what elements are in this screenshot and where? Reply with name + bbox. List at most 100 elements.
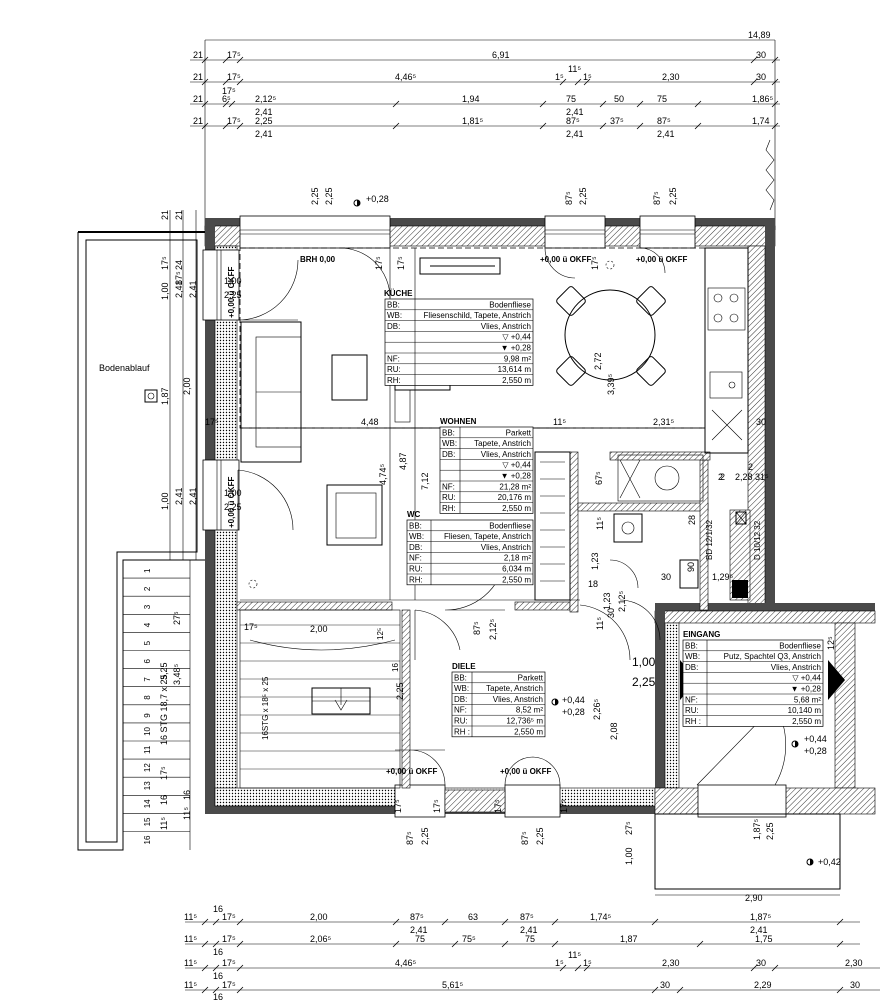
svg-text:17⁵: 17⁵ <box>222 912 236 922</box>
svg-text:1,29⁵: 1,29⁵ <box>712 572 734 582</box>
svg-text:2,30: 2,30 <box>662 958 680 968</box>
svg-text:1⁵: 1⁵ <box>555 958 564 968</box>
svg-text:30: 30 <box>850 980 860 990</box>
svg-text:2,25: 2,25 <box>535 827 545 845</box>
svg-text:2,12⁵: 2,12⁵ <box>617 590 627 612</box>
room-name-wc: WC <box>407 510 421 519</box>
room-table-value: Fliesenschild, Tapete, Anstrich <box>424 311 531 320</box>
svg-text:3,25: 3,25 <box>159 662 169 680</box>
top-dimension-chains: 14,89 21 17⁵ 6,91 30 21 17⁵ 4,46⁵ 1⁵ 11⁵… <box>190 30 780 230</box>
interior-walls <box>236 247 751 789</box>
svg-text:11⁵: 11⁵ <box>553 417 566 427</box>
svg-text:+0,42: +0,42 <box>818 857 841 867</box>
room-table-value: Parkett <box>518 673 544 682</box>
terrace-step-number: 4 <box>143 622 152 627</box>
room-table-value: Bodenfliese <box>489 521 531 530</box>
svg-text:2,25: 2,25 <box>310 187 320 205</box>
svg-text:1,87⁵: 1,87⁵ <box>750 912 772 922</box>
room-table-value: ▽ +0,44 <box>502 461 531 470</box>
dim-bottom-1: 11⁵ 16 17⁵ 2,00 87⁵ 2,41 63 87⁵ 2,41 1,7… <box>184 904 860 935</box>
room-table-key: NF: <box>387 354 400 363</box>
svg-text:11⁵: 11⁵ <box>159 817 169 830</box>
room-table-key: RH: <box>387 376 401 385</box>
room-table-value: Vlies, Anstrich <box>481 322 531 331</box>
room-table-value: 2,550 m <box>502 376 531 385</box>
room-table-value: 8,52 m² <box>516 706 543 715</box>
svg-text:75: 75 <box>415 934 425 944</box>
svg-text:30: 30 <box>756 417 766 427</box>
room-table-value: 2,550 m <box>502 575 531 584</box>
room-table-key: WB: <box>454 684 469 693</box>
svg-text:11⁵: 11⁵ <box>568 950 581 960</box>
svg-text:2,30: 2,30 <box>845 958 863 968</box>
dim-total-width: 14,89 <box>748 30 771 40</box>
svg-text:28: 28 <box>687 515 697 525</box>
svg-text:2,00: 2,00 <box>182 377 192 395</box>
svg-text:2,41: 2,41 <box>566 129 584 139</box>
svg-text:87⁵: 87⁵ <box>520 831 530 845</box>
svg-text:+0,00 ü OKFF: +0,00 ü OKFF <box>540 255 591 264</box>
svg-text:2,28: 2,28 <box>735 472 753 482</box>
svg-text:2,25: 2,25 <box>255 116 273 126</box>
svg-text:2,25: 2,25 <box>668 187 678 205</box>
room-table-key: DB: <box>387 322 400 331</box>
level-marker-top: +0,28 <box>353 194 389 207</box>
svg-text:2,25: 2,25 <box>420 827 430 845</box>
terrace-step-number: 10 <box>143 726 152 735</box>
svg-text:11⁵: 11⁵ <box>182 807 192 820</box>
svg-text:D 10/12 32: D 10/12 32 <box>753 520 762 560</box>
room-table-value: Parkett <box>506 428 532 437</box>
svg-text:2,41: 2,41 <box>188 487 198 505</box>
svg-text:21: 21 <box>174 210 184 220</box>
room-table-value: Putz, Spachtel Q3, Anstrich <box>724 652 821 661</box>
svg-text:1,23: 1,23 <box>590 552 600 570</box>
terrace-step-number: 5 <box>143 640 152 645</box>
svg-text:1,74⁵: 1,74⁵ <box>590 912 612 922</box>
svg-text:16: 16 <box>391 663 400 672</box>
room-table-key: WB: <box>387 311 402 320</box>
svg-text:37⁵: 37⁵ <box>610 116 624 126</box>
svg-text:2,41: 2,41 <box>255 129 273 139</box>
svg-text:1,00: 1,00 <box>160 282 170 300</box>
svg-text:1⁵: 1⁵ <box>555 72 564 82</box>
dim-row-4: 21 17⁵ 2,25 2,41 1,81⁵ 87⁵ 2,41 37⁵ 87⁵ … <box>190 116 780 139</box>
svg-text:2,08: 2,08 <box>609 722 619 740</box>
room-name-wohnen: WOHNEN <box>440 417 477 426</box>
dim-row-1: 21 17⁵ 6,91 30 <box>190 50 780 64</box>
svg-text:30: 30 <box>661 572 671 582</box>
dim-bottom-4: 11⁵ 16 17⁵ 5,61⁵ 30 2,29 30 <box>184 980 880 1000</box>
room-table-value: 2,18 m² <box>504 554 531 563</box>
svg-text:1,94: 1,94 <box>462 94 480 104</box>
room-table-value: Vlies, Anstrich <box>771 663 821 672</box>
svg-text:2,41: 2,41 <box>174 280 184 298</box>
svg-text:4,74⁵: 4,74⁵ <box>378 463 388 485</box>
svg-text:30: 30 <box>756 72 766 82</box>
svg-text:30: 30 <box>606 608 616 618</box>
svg-text:17⁵: 17⁵ <box>205 417 219 427</box>
svg-text:1,00: 1,00 <box>624 847 634 865</box>
svg-text:11⁵: 11⁵ <box>184 958 197 968</box>
svg-text:+0,00 ü OKFF: +0,00 ü OKFF <box>636 255 687 264</box>
svg-text:90: 90 <box>686 562 696 572</box>
svg-text:17⁵: 17⁵ <box>227 50 241 60</box>
doors <box>237 247 666 786</box>
terrace-step-number: 9 <box>143 713 152 718</box>
terrace-step-number: 16 <box>143 835 152 844</box>
svg-text:2,25: 2,25 <box>324 187 334 205</box>
svg-text:1,87: 1,87 <box>160 387 170 405</box>
svg-text:+0,44: +0,44 <box>804 734 827 744</box>
svg-text:1,75: 1,75 <box>755 934 773 944</box>
svg-text:1⁵: 1⁵ <box>583 958 592 968</box>
svg-text:16: 16 <box>213 947 223 957</box>
room-table-value: ▽ +0,44 <box>792 674 821 683</box>
svg-text:1,81⁵: 1,81⁵ <box>462 116 484 126</box>
svg-text:+0,28: +0,28 <box>804 746 827 756</box>
svg-text:87⁵: 87⁵ <box>410 912 424 922</box>
svg-text:21: 21 <box>160 210 170 220</box>
room-table-value: Fliesen, Tapete, Anstrich <box>444 532 531 541</box>
svg-text:17⁵: 17⁵ <box>227 116 241 126</box>
room-table-value: Tapete, Anstrich <box>474 439 531 448</box>
svg-text:2,41: 2,41 <box>750 925 768 935</box>
svg-text:2,41: 2,41 <box>657 129 675 139</box>
